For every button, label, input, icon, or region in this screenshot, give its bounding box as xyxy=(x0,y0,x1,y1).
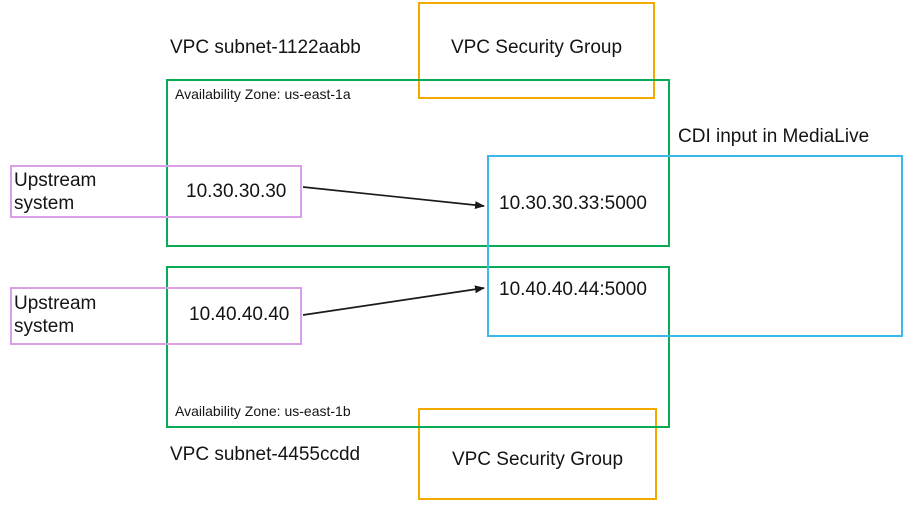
upstream-system-box-2 xyxy=(10,287,302,345)
availability-zone-label-1: Availability Zone: us-east-1a xyxy=(175,86,351,102)
subnet-private-ip-1: 10.30.30.30 xyxy=(186,181,287,202)
subnet-title-2: VPC subnet-4455ccdd xyxy=(170,444,361,465)
upstream-system-line2-1: system xyxy=(14,193,75,215)
subnet-private-ip-2: 10.40.40.40 xyxy=(189,304,290,325)
flow-arrow-1 xyxy=(302,186,485,210)
cdi-endpoint-address-2: 10.40.40.44:5000 xyxy=(499,279,647,300)
availability-zone-label-2: Availability Zone: us-east-1b xyxy=(175,403,351,419)
cdi-input-box xyxy=(487,155,903,337)
cdi-input-label: CDI input in MediaLive xyxy=(678,126,870,147)
upstream-system-box-1 xyxy=(10,165,302,218)
upstream-system-line1-1: Upstream xyxy=(14,170,97,191)
availability-zone-box-1 xyxy=(166,79,670,247)
upstream-system-line2-2: system xyxy=(14,316,75,338)
security-group-box-bottom xyxy=(418,408,657,500)
flow-arrow-2 xyxy=(302,285,485,316)
availability-zone-box-2 xyxy=(166,266,670,428)
upstream-system-line1-2: Upstream xyxy=(14,293,97,314)
security-group-box-top xyxy=(418,2,655,99)
subnet-title-1: VPC subnet-1122aabb xyxy=(170,37,361,58)
cdi-endpoint-address-1: 10.30.30.33:5000 xyxy=(499,193,647,214)
